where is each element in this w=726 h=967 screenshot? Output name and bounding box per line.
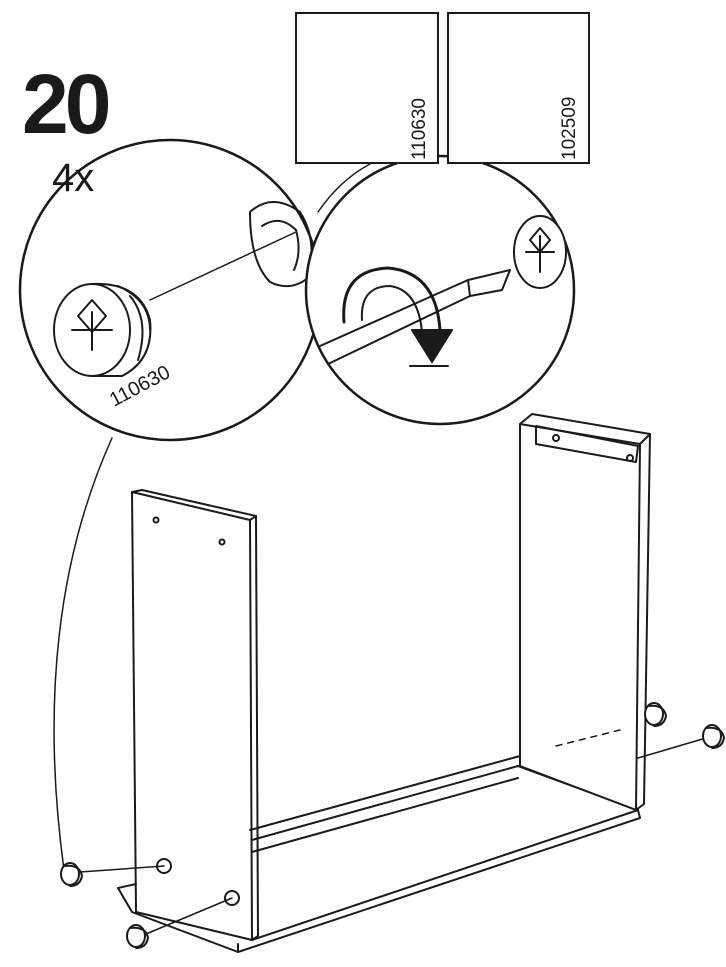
detail-circle-insert: [18, 138, 322, 442]
cam-lock-placements: [60, 702, 725, 949]
cam-lock-small-icon: [644, 702, 667, 727]
leader-line: [53, 437, 113, 871]
part-box-correct: 110630: [295, 12, 439, 164]
detail-circle-turn: [304, 154, 576, 426]
cam-lock-small-icon: [126, 924, 149, 949]
cam-lock-top-icon: [513, 215, 567, 289]
rotate-arrow-icon: [342, 266, 453, 367]
cam-lock-small-icon: [702, 724, 725, 749]
step-quantity: 4x: [52, 156, 95, 200]
part-box-incorrect: 102509: [447, 12, 590, 164]
cam-lock-icon: [53, 282, 152, 377]
step-number: 20: [22, 57, 111, 151]
carcass-drawing: [79, 413, 707, 953]
screwdriver-icon: [319, 269, 511, 365]
part-code-incorrect: 102509: [559, 96, 580, 160]
cam-lock-small-icon: [60, 862, 83, 887]
part-code-correct: 110630: [409, 98, 430, 160]
left-hole-lower: [224, 890, 240, 906]
